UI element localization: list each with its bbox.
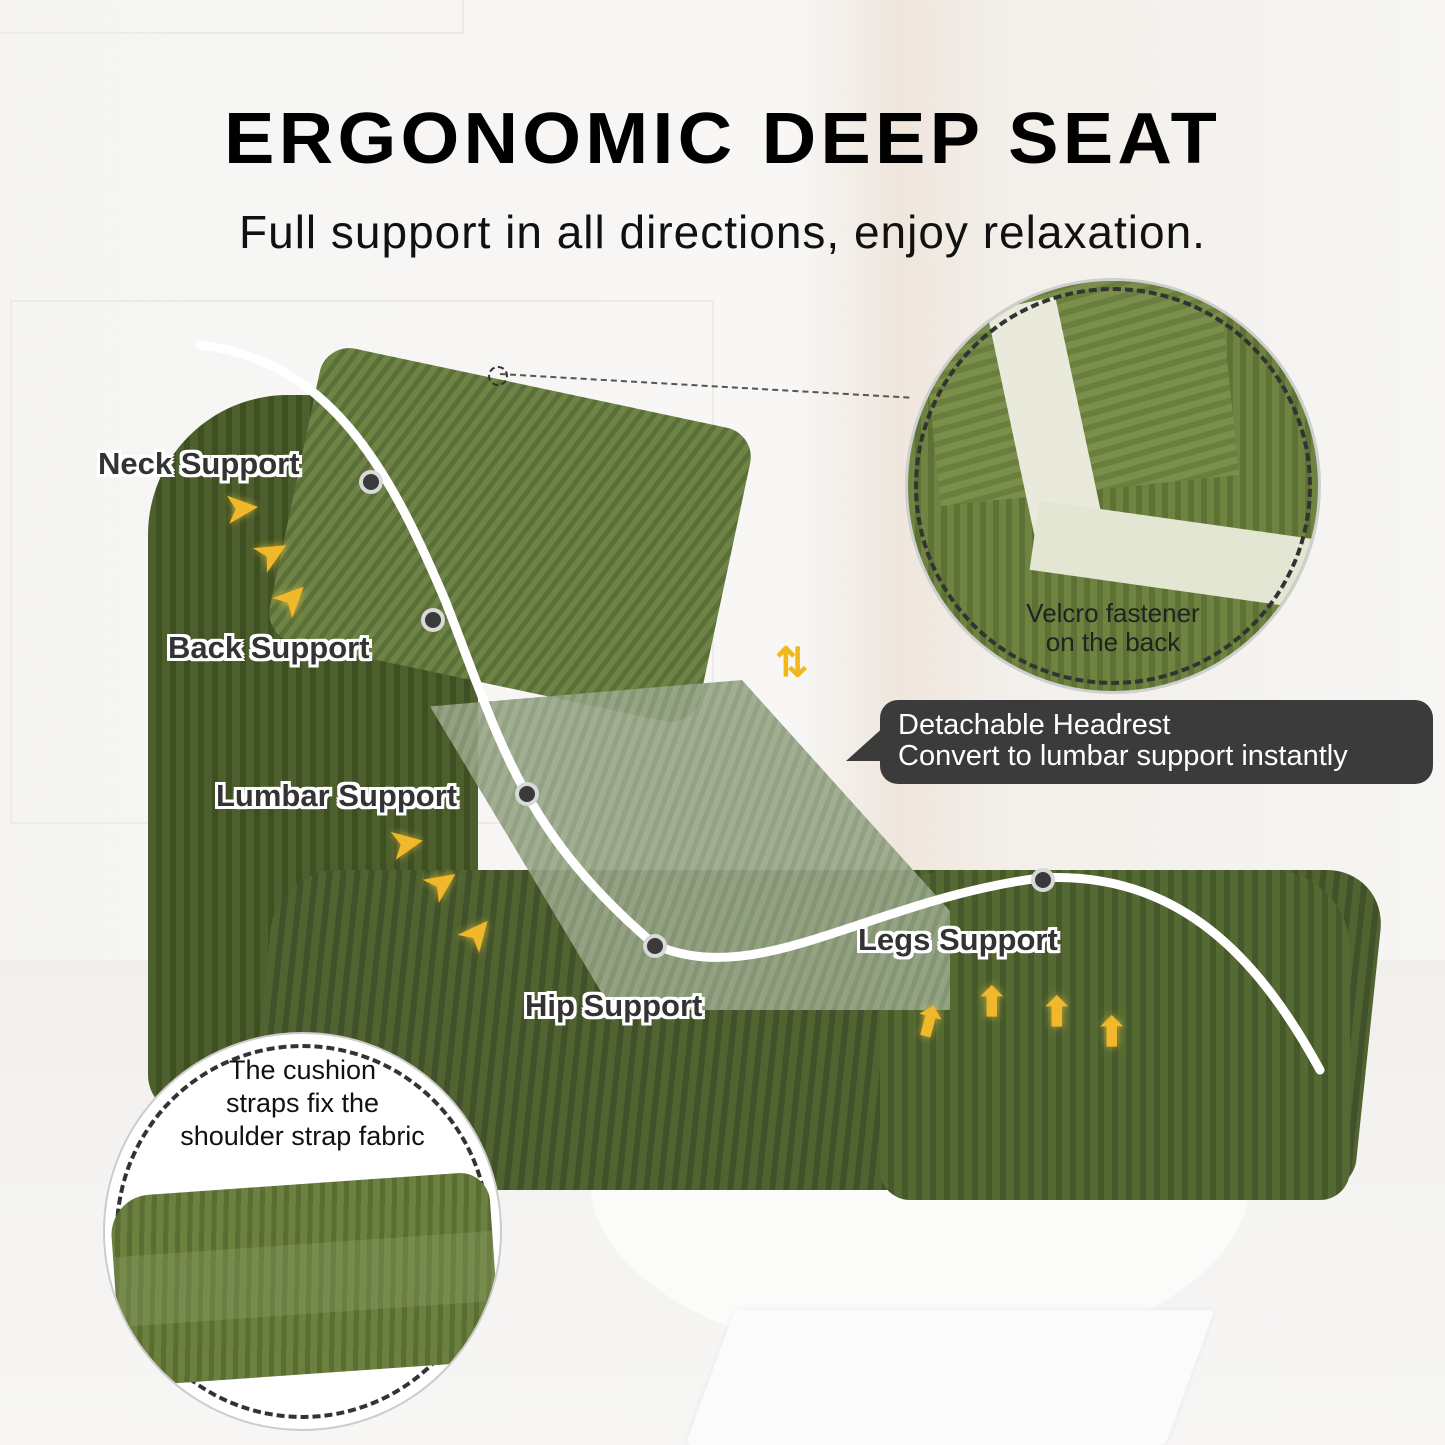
support-point-legs: [1031, 868, 1055, 892]
headrest-callout: Detachable Headrest Convert to lumbar su…: [880, 700, 1433, 784]
cushion-pillow: [108, 1170, 500, 1388]
arrow-right-icon: ➤: [386, 818, 428, 868]
page-title: ERGONOMIC DEEP SEAT: [224, 99, 1221, 179]
label-lumbar-support: Lumbar Support: [216, 778, 458, 813]
page-subtitle: Full support in all directions, enjoy re…: [239, 206, 1206, 258]
leader-anchor-icon: [488, 366, 508, 386]
support-point-hip: [643, 934, 667, 958]
velcro-caption: Velcro fastener on the back: [1026, 598, 1200, 657]
label-hip-support: Hip Support: [525, 988, 703, 1023]
label-legs-support: Legs Support: [858, 922, 1058, 957]
arrow-up-icon: ⬆: [975, 981, 1009, 1025]
cushion-strap: [113, 1230, 497, 1328]
book: [685, 1310, 1215, 1445]
cushion-detail-inset: The cushion straps fix the shoulder stra…: [103, 1032, 502, 1431]
label-back-support: Back Support: [168, 630, 370, 665]
velcro-detail-inset: Velcro fastener on the back: [905, 278, 1321, 694]
support-point-neck: [359, 470, 383, 494]
callout-line-2: Convert to lumbar support instantly: [898, 740, 1348, 772]
support-point-lumbar: [515, 782, 539, 806]
arrow-up-icon: ⬆: [1040, 991, 1074, 1035]
wall-panel: [0, 0, 464, 34]
support-point-back: [421, 608, 445, 632]
label-neck-support: Neck Support: [98, 446, 300, 481]
callout-line-1: Detachable Headrest: [898, 709, 1171, 741]
swap-icon: ⇅: [775, 641, 809, 685]
callout-tail: [846, 725, 886, 761]
dashed-border: [914, 287, 1312, 685]
arrow-up-icon: ⬆: [1095, 1011, 1129, 1055]
arrow-right-icon: ➤: [223, 484, 261, 532]
cushion-caption: The cushion straps fix the shoulder stra…: [180, 1055, 425, 1151]
